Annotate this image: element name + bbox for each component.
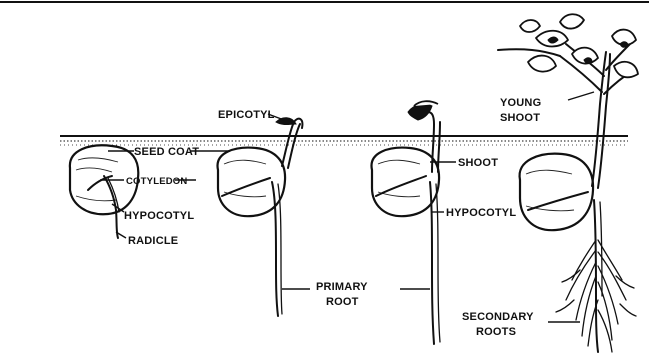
label-epicotyl: EPICOTYL — [218, 109, 275, 121]
label-seed-coat: SEED COAT — [134, 146, 199, 158]
label-cotyledon: COTYLEDON — [126, 176, 187, 187]
label-secondary-roots-line1: SECONDARY — [462, 311, 534, 323]
label-hypocotyl-1: HYPOCOTYL — [124, 210, 194, 222]
stage-2-seedling — [218, 118, 303, 316]
label-young-shoot-line1: YOUNG — [500, 97, 541, 109]
soil-surface — [60, 136, 628, 145]
label-young-shoot-line2: SHOOT — [500, 112, 540, 124]
stage-3-seedling — [372, 101, 440, 344]
stage-1-seed — [70, 145, 138, 238]
label-primary-root-line2: ROOT — [326, 296, 359, 308]
stage-4-young-plant — [498, 14, 638, 352]
label-hypocotyl-2: HYPOCOTYL — [446, 207, 516, 219]
label-shoot: SHOOT — [458, 157, 498, 169]
label-radicle: RADICLE — [128, 235, 178, 247]
label-secondary-roots-line2: ROOTS — [476, 326, 516, 338]
label-primary-root-line1: PRIMARY — [316, 281, 368, 293]
